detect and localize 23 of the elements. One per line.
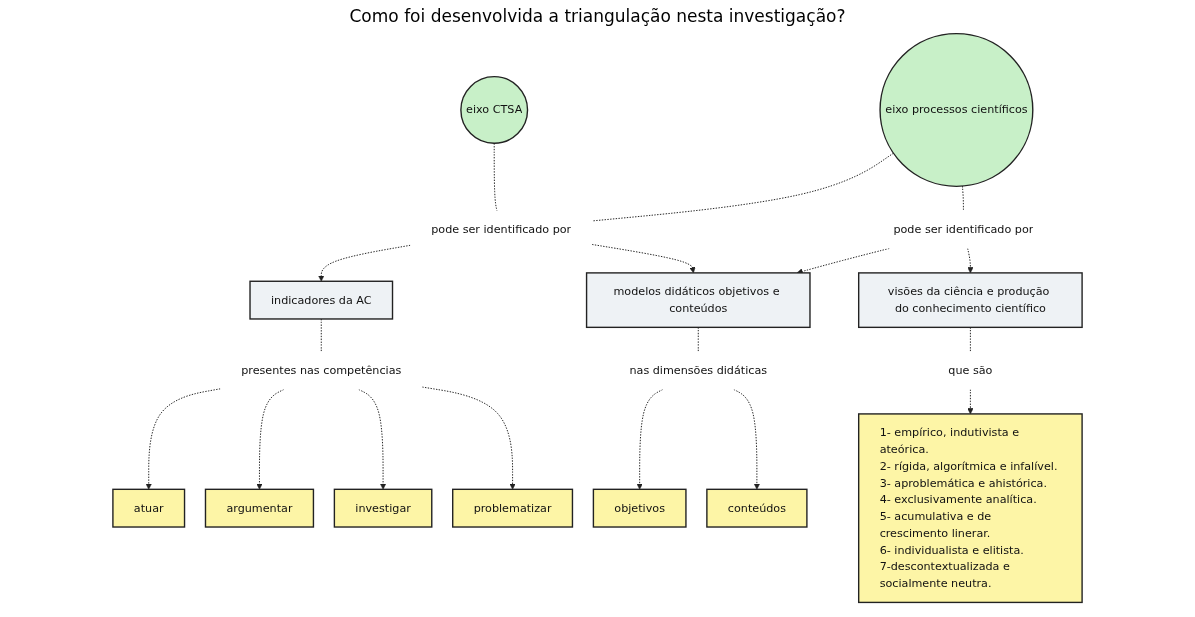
node-text: que são <box>948 363 993 377</box>
node-circle: eixo processos científicos <box>879 32 1034 187</box>
node-box: problematizar <box>452 488 574 528</box>
node-box: conteúdos <box>706 488 808 528</box>
connector <box>969 326 971 353</box>
node-circle: eixo CTSA <box>460 75 529 144</box>
node-box: modelos didáticos objetivos e conteúdos <box>585 272 811 329</box>
node-box: visões da ciência e produção do conhecimento científico <box>858 272 1083 329</box>
node-text: nas dimensões didáticas <box>629 363 768 377</box>
diagram-title: Como foi desenvolvida a triangulação nesta investigação? <box>348 6 847 26</box>
node-box: investigar <box>333 488 433 528</box>
node-text: presentes nas competências <box>241 363 402 377</box>
connector <box>961 185 964 212</box>
node-box: indicadores da AC <box>249 280 394 320</box>
connector <box>320 318 322 353</box>
node-box: 1- empírico, indutivista e ateórica. 2- rígida, algorítmica e infalível. 3- aproblemática e ahistórica. 4- exclusivamente analítica. 5- acumulativa e de crescimento linerar. 6- individualista e elitista. 7-descontextualizada e socialmente neutra. <box>858 413 1083 604</box>
node-text: pode ser identificado por <box>893 222 1034 236</box>
node-text: pode ser identificado por <box>431 222 572 236</box>
node-box: argumentar <box>204 488 315 528</box>
connector <box>591 152 894 222</box>
connector <box>697 326 699 353</box>
node-box: atuar <box>112 488 186 528</box>
node-box: objetivos <box>592 488 687 528</box>
